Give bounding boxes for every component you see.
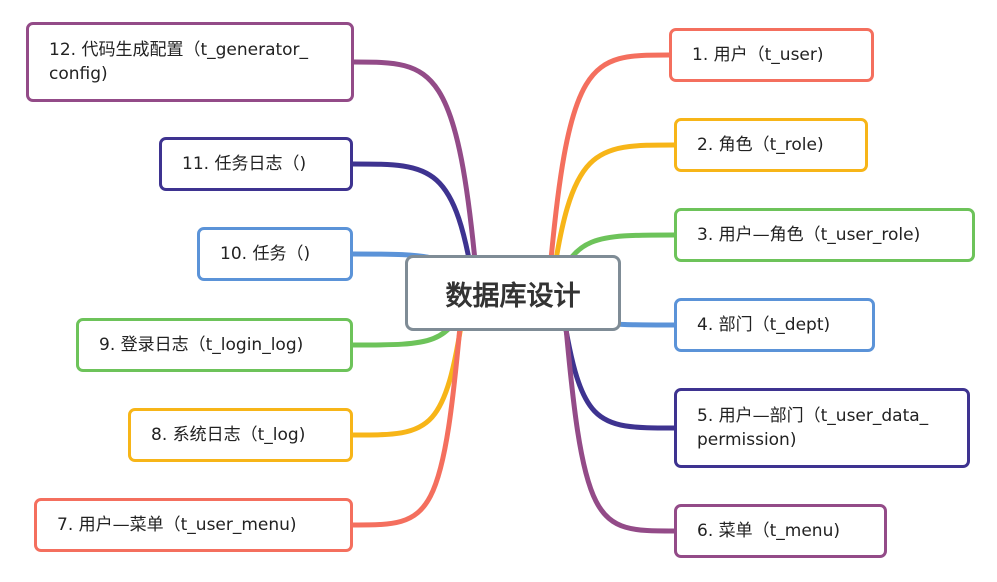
topic-node-t-user-data-permission[interactable]: 5. 用户—部门（t_user_data_ permission) <box>674 388 970 468</box>
topic-label: 11. 任务日志（) <box>182 154 307 174</box>
connector-n7 <box>350 290 466 528</box>
topic-node-task[interactable]: 10. 任务（) <box>197 227 353 281</box>
topic-node-t-menu[interactable]: 6. 菜单（t_menu) <box>674 504 887 558</box>
topic-node-task-log[interactable]: 11. 任务日志（) <box>159 137 353 191</box>
topic-label: 3. 用户—角色（t_user_role) <box>697 225 921 245</box>
topic-label: 5. 用户—部门（t_user_data_ permission) <box>697 406 929 450</box>
topic-node-t-user[interactable]: 1. 用户（t_user) <box>669 28 874 82</box>
topic-label: 4. 部门（t_dept) <box>697 315 831 335</box>
connector-n11 <box>350 161 478 296</box>
topic-node-t-login-log[interactable]: 9. 登录日志（t_login_log) <box>76 318 353 372</box>
central-topic[interactable]: 数据库设计 <box>405 255 621 331</box>
topic-node-t-user-menu[interactable]: 7. 用户—菜单（t_user_menu) <box>34 498 353 552</box>
topic-node-t-dept[interactable]: 4. 部门（t_dept) <box>674 298 875 352</box>
topic-label: 9. 登录日志（t_login_log) <box>99 335 304 355</box>
topic-node-t-user-role[interactable]: 3. 用户—角色（t_user_role) <box>674 208 975 262</box>
topic-label: 2. 角色（t_role) <box>697 135 824 155</box>
topic-node-t-log[interactable]: 8. 系统日志（t_log) <box>128 408 353 462</box>
connector-n1 <box>545 52 672 296</box>
connector-n6 <box>560 290 677 534</box>
topic-label: 12. 代码生成配置（t_generator_ config) <box>49 40 309 84</box>
topic-node-t-generator-config[interactable]: 12. 代码生成配置（t_generator_ config) <box>26 22 354 102</box>
connector-n12 <box>351 59 481 296</box>
topic-label: 1. 用户（t_user) <box>692 45 824 65</box>
topic-label: 10. 任务（) <box>220 244 311 264</box>
topic-label: 6. 菜单（t_menu) <box>697 521 840 541</box>
topic-label: 8. 系统日志（t_log) <box>151 425 306 445</box>
topic-label: 7. 用户—菜单（t_user_menu) <box>57 515 297 535</box>
connector-n2 <box>548 142 677 296</box>
topic-node-t-role[interactable]: 2. 角色（t_role) <box>674 118 868 172</box>
central-topic-label: 数据库设计 <box>445 280 581 312</box>
